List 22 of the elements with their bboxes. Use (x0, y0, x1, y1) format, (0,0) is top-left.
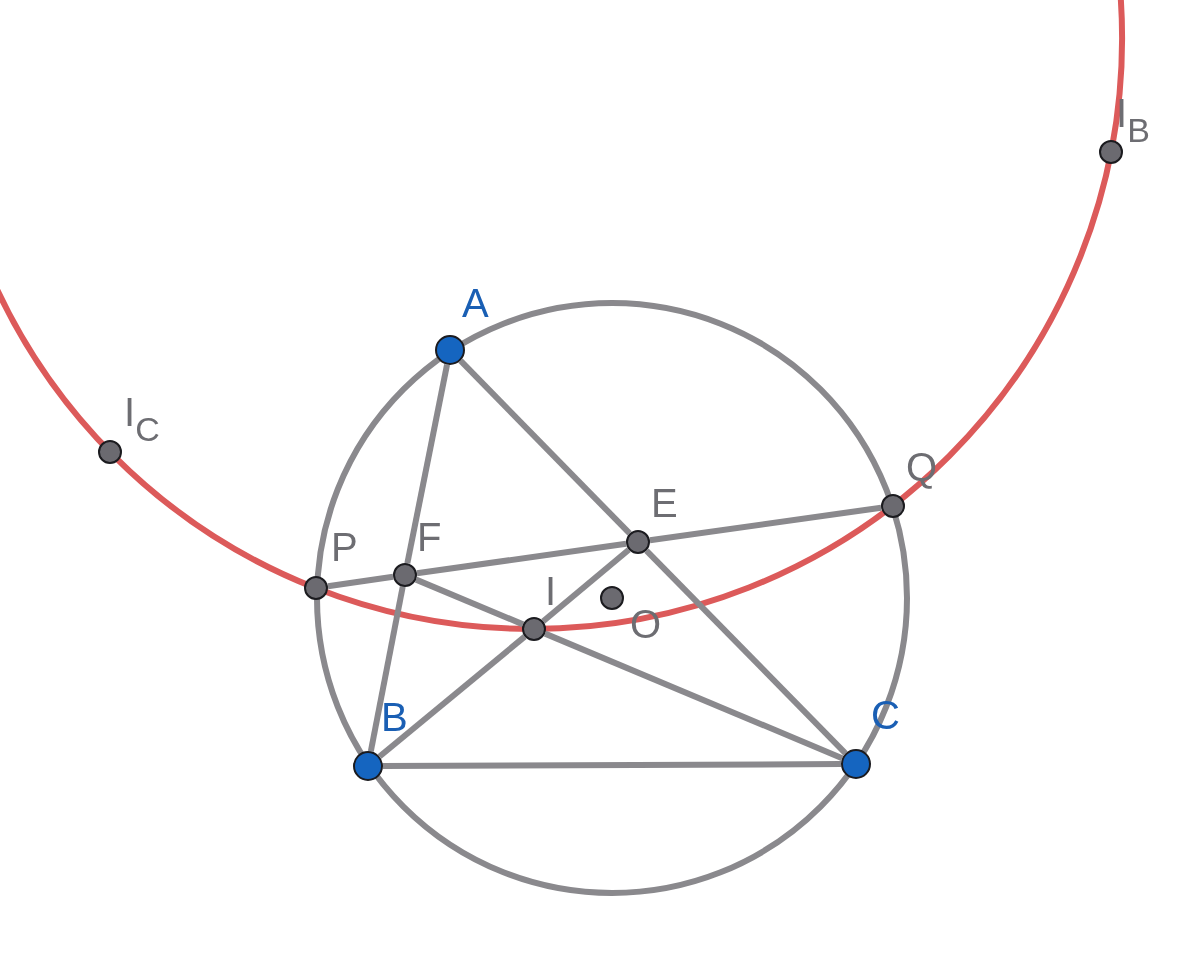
point-label: B (381, 697, 408, 737)
line-segment (644, 548, 848, 756)
point-label: I$_{B}$ (1116, 93, 1150, 148)
line-segment (541, 547, 631, 624)
point-label: I (545, 571, 557, 611)
line-segment (458, 358, 632, 536)
point-label: C (871, 695, 900, 735)
line-segment (383, 761, 841, 769)
line-segment (416, 540, 627, 577)
line-segment (404, 364, 450, 564)
line-segment (377, 634, 527, 759)
line-segment (649, 504, 882, 544)
line-segment (414, 576, 525, 628)
line-segment (327, 573, 394, 590)
point-label: P (331, 527, 358, 567)
point-label: F (417, 517, 442, 557)
line-segment (543, 630, 844, 761)
point-label: A (462, 283, 489, 323)
line-segment (367, 586, 406, 752)
point-label: Q (906, 447, 938, 487)
point-label: E (651, 483, 678, 523)
point-label: I$_{C}$ (124, 392, 160, 447)
